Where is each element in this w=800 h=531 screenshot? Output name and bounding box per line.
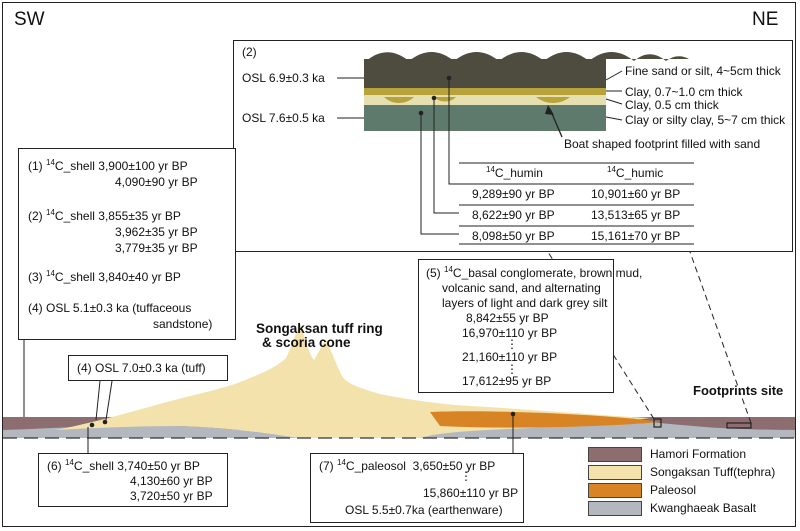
legend-swatch-hamori xyxy=(588,447,642,462)
table-header-humic: 14C_humic xyxy=(607,165,664,181)
dates-box-7: (7) 14C_paleosol 3,650±50 yr BP ⋮ 15,860… xyxy=(310,453,524,523)
entry-1-label: (1) 14C_shell 3,900±100 yr BP xyxy=(28,158,188,174)
legend-swatch-basalt xyxy=(588,501,642,516)
entry-1-value-2: 4,090±90 yr BP xyxy=(115,175,198,189)
dates-box-5: (5) 14C_basal conglomerate, brown mud, v… xyxy=(418,259,642,393)
dates-box-1-4: (1) 14C_shell 3,900±100 yr BP 4,090±90 y… xyxy=(18,148,236,340)
direction-sw-label: SW xyxy=(14,9,45,30)
osl-lower-age: OSL 7.6±0.5 ka xyxy=(242,111,325,125)
direction-ne-label: NE xyxy=(752,9,779,30)
paleosol-layer xyxy=(430,411,660,428)
box-5-value-1: 8,842±55 yr BP xyxy=(466,311,549,325)
layer-silty-clay xyxy=(364,105,606,131)
table-cell: 10,901±60 yr BP xyxy=(591,187,681,201)
box-5-value-4: 17,612±95 yr BP xyxy=(462,374,552,388)
box-6-value-3: 3,720±50 yr BP xyxy=(130,489,213,503)
legend-label-tuff: Songaksan Tuff(tephra) xyxy=(650,465,776,479)
stratigraphic-column xyxy=(337,52,694,245)
inset-panel: (2) OSL 6.9±0.3 ka OSL 7.6±0.5 ka Fine s… xyxy=(233,40,793,252)
legend-label-basalt: Kwanghaeak Basalt xyxy=(650,501,757,515)
legend-label-hamori: Hamori Formation xyxy=(650,447,747,461)
layer-label-4: Clay or silty clay, 5~7 cm thick xyxy=(625,113,786,127)
legend-swatch-tuff xyxy=(588,465,642,480)
legend-label-paleosol: Paleosol xyxy=(650,483,697,497)
layer-label-1: Fine sand or silt, 4~5cm thick xyxy=(625,64,781,78)
box-5-ellipsis-2: ⋮ xyxy=(506,362,518,376)
table-cell: 15,161±70 yr BP xyxy=(591,229,681,243)
entry-2-label: (2) 14C_shell 3,855±35 yr BP xyxy=(28,208,181,224)
box-5-value-2: 16,970±110 yr BP xyxy=(462,326,558,340)
entry-4-line-1: (4) OSL 5.1±0.3 ka (tuffaceous xyxy=(28,301,192,315)
box-6-line-1: (6) 14C_shell 3,740±50 yr BP xyxy=(47,458,200,474)
footprints-site-label: Footprints site xyxy=(693,383,784,398)
layer-fine-sand xyxy=(364,59,606,88)
box-6-value-2: 4,130±60 yr BP xyxy=(130,474,213,488)
footprint-note: Boat shaped footprint filled with sand xyxy=(564,137,761,151)
legend: Hamori Formation Songaksan Tuff(tephra) … xyxy=(588,444,794,524)
entry-2-value-2: 3,962±35 yr BP xyxy=(115,225,198,239)
dates-box-6: (6) 14C_shell 3,740±50 yr BP 4,130±60 yr… xyxy=(38,453,228,507)
osl-upper-age: OSL 6.9±0.3 ka xyxy=(242,71,325,85)
layer-clay-thin xyxy=(364,88,606,95)
table-cell: 8,622±90 yr BP xyxy=(472,208,555,222)
tuff-ring-label-1: Songaksan tuff ring xyxy=(256,321,383,336)
entry-2-value-3: 3,779±35 yr BP xyxy=(115,241,198,255)
box-5-line-1: (5) 14C_basal conglomerate, brown mud, xyxy=(426,265,643,281)
table-cell: 8,098±50 yr BP xyxy=(472,229,555,243)
entry-3-label: (3) 14C_shell 3,840±40 yr BP xyxy=(28,269,181,285)
box-5-value-3: 21,160±110 yr BP xyxy=(462,350,558,364)
tuff-ring-label-2: & scoria cone xyxy=(262,335,351,350)
entry-4-line-2: sandstone) xyxy=(153,317,213,331)
box-5-line-3: layers of light and dark grey silt xyxy=(442,296,608,310)
box-4-text: (4) OSL 7.0±0.3 ka (tuff) xyxy=(77,361,206,375)
box-7-line-1: (7) 14C_paleosol 3,650±50 yr BP xyxy=(319,458,496,474)
table-cell: 9,289±90 yr BP xyxy=(472,187,555,201)
inset-panel-number: (2) xyxy=(242,45,257,59)
box-5-ellipsis-1: ⋮ xyxy=(506,337,518,351)
box-7-value-3: OSL 5.5±0.7ka (earthenware) xyxy=(345,503,503,517)
box-5-line-2: volcanic sand, and alternating xyxy=(442,281,601,295)
layer-label-3: Clay, 0.5 cm thick xyxy=(625,98,719,112)
dates-box-4-tuff: (4) OSL 7.0±0.3 ka (tuff) xyxy=(68,355,228,381)
layer-label-2: Clay, 0.7~1.0 cm thick xyxy=(625,85,743,99)
box-7-value-2: 15,860±110 yr BP xyxy=(423,486,519,500)
legend-swatch-paleosol xyxy=(588,483,642,498)
table-cell: 13,513±65 yr BP xyxy=(591,208,681,222)
songaksan-tuff xyxy=(55,324,650,438)
box-7-ellipsis: ⋮ xyxy=(460,469,472,483)
table-header-humin: 14C_humin xyxy=(486,165,543,181)
layer-clay-half xyxy=(364,95,606,105)
